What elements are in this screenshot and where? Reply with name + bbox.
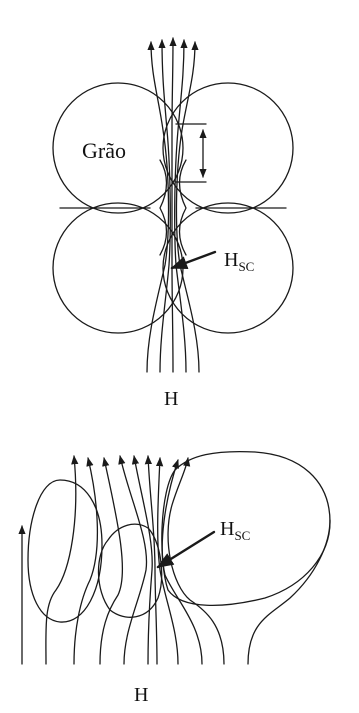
bottom-hsc-pointer: [158, 532, 214, 567]
grain-left-oval: [28, 480, 102, 622]
grain-junction: [160, 160, 186, 255]
bottom-hsc-label: HSC: [220, 518, 250, 543]
top-flux-line: [172, 38, 173, 372]
bottom-flux-line: [74, 458, 97, 664]
bottom-flux-line: [248, 520, 330, 664]
grain-label: Grão: [82, 138, 126, 163]
bottom-flux-line: [120, 456, 147, 664]
bottom-flux-line: [46, 456, 76, 664]
top-figure: Grão HSC H: [53, 38, 293, 410]
top-field-label: H: [164, 388, 178, 410]
top-grains: [53, 83, 293, 333]
top-hsc-label: HSC: [224, 249, 254, 274]
bottom-field-label: H: [134, 684, 148, 706]
bottom-flux-line: [100, 458, 122, 664]
bottom-figure: HSC H: [22, 452, 330, 706]
bottom-flux-lines: [22, 456, 330, 664]
